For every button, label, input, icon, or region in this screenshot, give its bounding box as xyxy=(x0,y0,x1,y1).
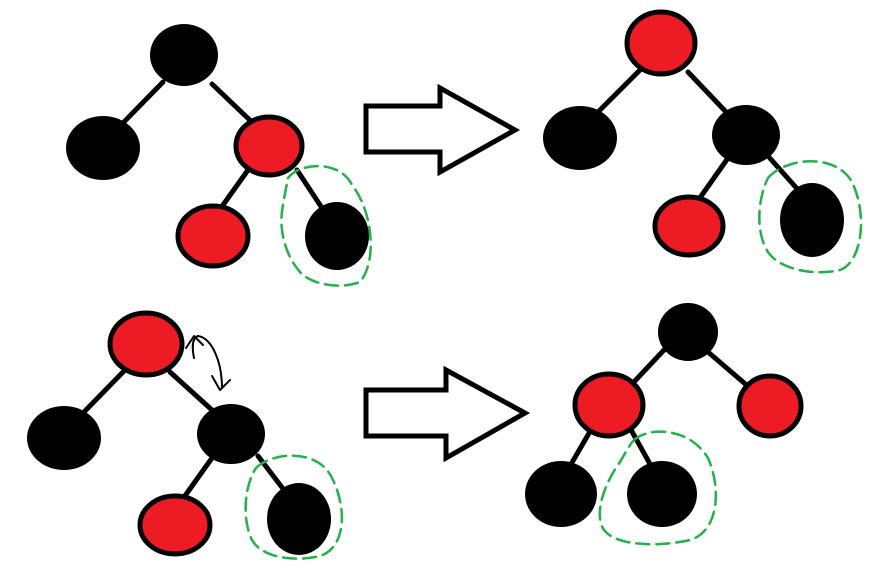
red-tree-node-root xyxy=(624,9,698,77)
black-tree-node-left xyxy=(66,116,140,180)
edge-right-rightright xyxy=(765,153,803,195)
edge-root-left xyxy=(595,67,643,115)
right-arrow-icon xyxy=(363,365,531,463)
black-tree-node-left xyxy=(543,106,617,170)
tree-panel-bottom-after xyxy=(525,303,804,546)
edge-root-left xyxy=(117,79,166,129)
edge-left-leftleft xyxy=(567,425,595,469)
red-tree-node-right-left xyxy=(137,493,213,557)
edge-left-leftright xyxy=(627,425,653,467)
highlight-outline xyxy=(758,160,863,274)
edge-right-rightright xyxy=(255,453,287,493)
red-tree-node-right-left xyxy=(175,203,251,269)
edge-right-rightright xyxy=(294,167,325,211)
black-tree-node-right-right xyxy=(780,183,844,257)
black-tree-node-right xyxy=(712,105,780,165)
edge-root-left xyxy=(629,347,667,387)
edge-root-right xyxy=(167,369,215,413)
right-arrow-icon xyxy=(363,83,521,177)
tree-panel-bottom-before xyxy=(27,310,344,560)
swap-arrow-head-bottom xyxy=(211,375,231,391)
black-tree-node-right-right xyxy=(267,483,331,555)
black-tree-node-left-right xyxy=(627,461,697,527)
edges-top-after xyxy=(595,67,803,205)
tree-panel-top-after xyxy=(543,9,863,274)
edge-root-right xyxy=(685,69,731,117)
curved-swap-arrow-icon xyxy=(185,335,231,391)
edges-bottom-after xyxy=(567,347,753,469)
highlight-outline xyxy=(280,164,372,287)
swap-arrow-head-top xyxy=(185,335,204,349)
tree-panel-top-before xyxy=(66,24,372,287)
black-tree-node-root xyxy=(658,303,718,361)
highlight-outline xyxy=(598,430,718,546)
red-tree-node-right xyxy=(736,373,804,439)
red-tree-node-left xyxy=(572,371,646,439)
red-tree-node-right xyxy=(233,114,305,178)
black-tree-node-left xyxy=(27,406,101,470)
black-tree-node-left-left xyxy=(525,461,597,527)
edge-root-right xyxy=(209,81,259,129)
edge-root-right xyxy=(705,349,753,391)
black-tree-node-right-right xyxy=(305,202,369,270)
swap-arrow-curve xyxy=(191,335,223,389)
edges-bottom-before xyxy=(81,368,287,503)
red-tree-node-right-left xyxy=(652,194,726,258)
black-tree-node-root xyxy=(150,24,218,86)
red-tree-node-root xyxy=(107,310,185,378)
edge-right-rightleft xyxy=(694,155,731,205)
edge-right-rightleft xyxy=(179,455,215,503)
edge-root-left xyxy=(81,368,127,415)
black-tree-node-right xyxy=(197,404,265,464)
highlight-outline xyxy=(244,454,344,560)
